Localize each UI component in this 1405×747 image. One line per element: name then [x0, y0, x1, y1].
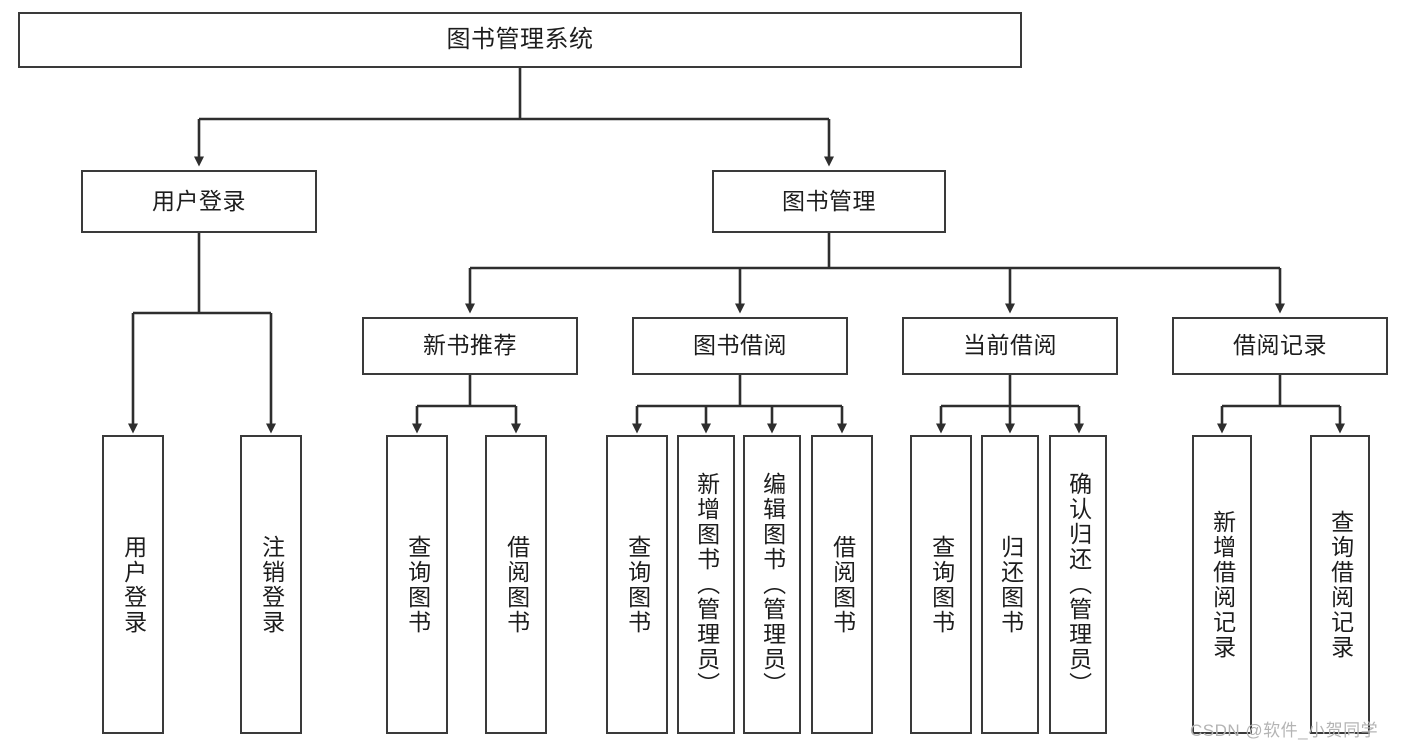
leaf-new-book-query[interactable]: 查询图书: [386, 435, 448, 734]
node-label: 图书管理系统: [446, 25, 594, 53]
leaf-current-borrow-confirm-return[interactable]: 确认归还（管理员）: [1049, 435, 1107, 734]
leaf-current-borrow-return[interactable]: 归还图书: [981, 435, 1039, 734]
leaf-borrow-record-add[interactable]: 新增借阅记录: [1192, 435, 1252, 734]
node-label: 查询借阅记录: [1327, 509, 1354, 660]
node-label: 当前借阅: [963, 332, 1057, 359]
watermark-text: CSDN @软件_小贺同学: [1190, 721, 1379, 740]
node-root-system[interactable]: 图书管理系统: [18, 12, 1022, 68]
node-label: 用户登录: [152, 187, 246, 214]
node-book-borrow[interactable]: 图书借阅: [632, 317, 848, 375]
leaf-new-book-borrow[interactable]: 借阅图书: [485, 435, 547, 734]
leaf-current-borrow-query[interactable]: 查询图书: [910, 435, 972, 734]
leaf-book-borrow-edit[interactable]: 编辑图书（管理员）: [743, 435, 801, 734]
node-label: 新书推荐: [423, 332, 517, 359]
node-label: 新增借阅记录: [1209, 509, 1236, 660]
leaf-book-borrow-add[interactable]: 新增图书（管理员）: [677, 435, 735, 734]
node-user-login[interactable]: 用户登录: [81, 170, 317, 233]
leaf-book-borrow-query[interactable]: 查询图书: [606, 435, 668, 734]
node-book-management[interactable]: 图书管理: [712, 170, 946, 233]
node-label: 借阅记录: [1233, 332, 1327, 359]
leaf-user-login-logout[interactable]: 注销登录: [240, 435, 302, 734]
node-label: 借阅图书: [829, 534, 856, 635]
node-label: 图书管理: [782, 187, 876, 214]
leaf-borrow-record-query[interactable]: 查询借阅记录: [1310, 435, 1370, 734]
leaf-user-login-login[interactable]: 用户登录: [102, 435, 164, 734]
leaf-book-borrow-borrow[interactable]: 借阅图书: [811, 435, 873, 734]
node-new-book-recommend[interactable]: 新书推荐: [362, 317, 578, 375]
node-label: 新增图书（管理员）: [693, 472, 720, 697]
node-label: 查询图书: [404, 534, 431, 635]
node-label: 查询图书: [928, 534, 955, 635]
node-label: 用户登录: [120, 534, 147, 635]
node-label: 查询图书: [624, 534, 651, 635]
node-label: 确认归还（管理员）: [1065, 472, 1092, 697]
node-label: 编辑图书（管理员）: [759, 472, 786, 697]
node-label: 借阅图书: [503, 534, 530, 635]
node-borrow-record[interactable]: 借阅记录: [1172, 317, 1388, 375]
node-label: 图书借阅: [693, 332, 787, 359]
node-label: 注销登录: [258, 534, 285, 635]
node-label: 归还图书: [997, 534, 1024, 635]
node-current-borrow[interactable]: 当前借阅: [902, 317, 1118, 375]
